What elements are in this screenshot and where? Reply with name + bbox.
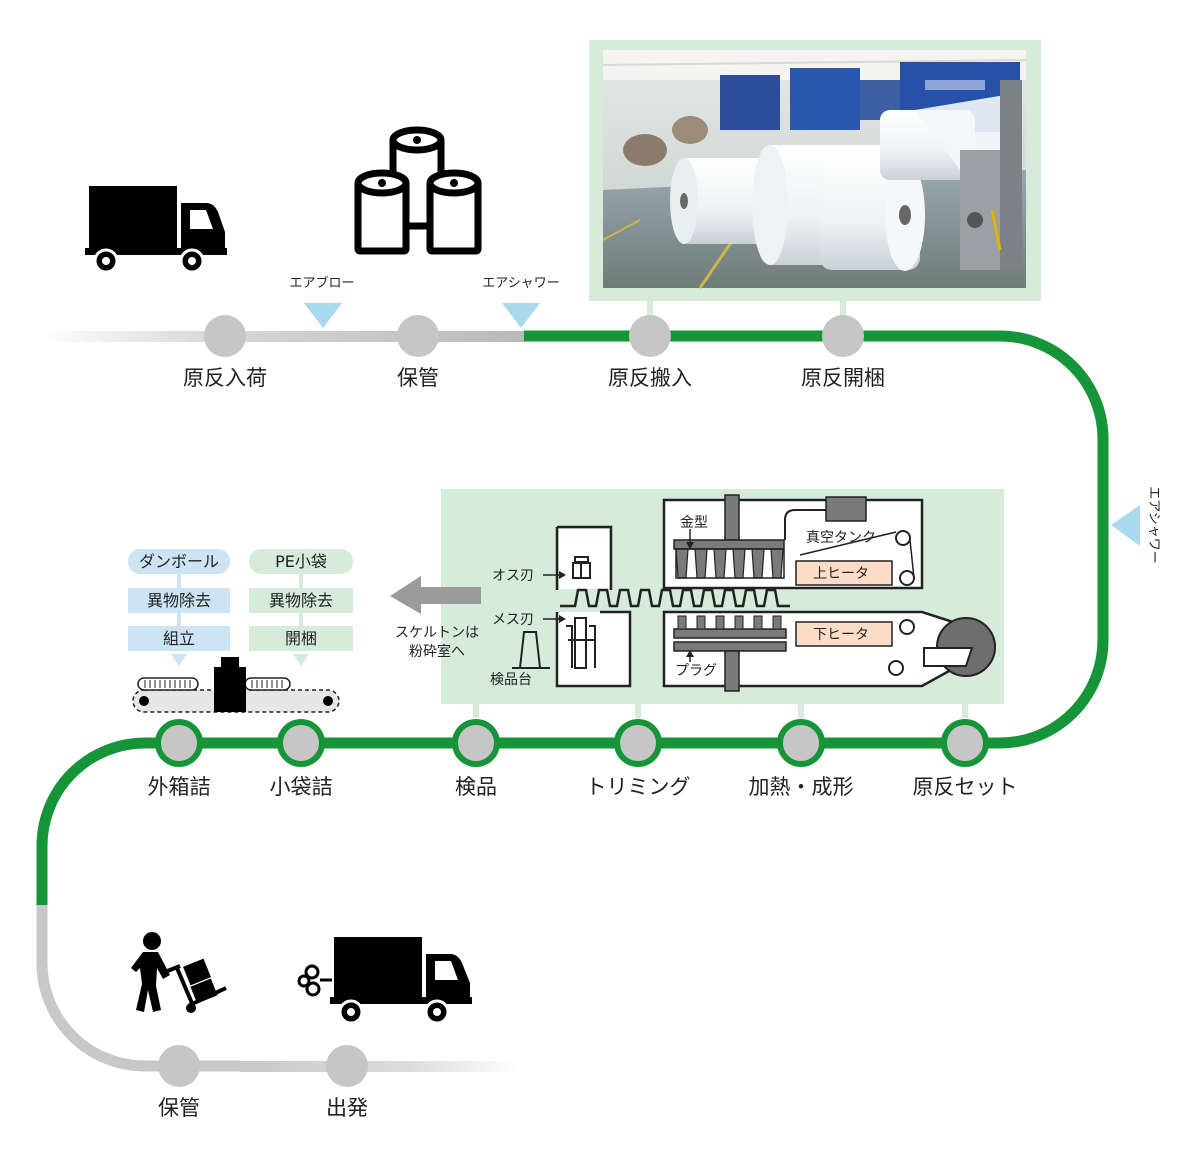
factory-photo-frame — [589, 40, 1041, 301]
stage-label-1: 原反入荷 — [183, 366, 267, 390]
node-genhan-kaikon — [822, 315, 864, 357]
skeleton-label-1: スケルトンは — [395, 625, 479, 641]
stage-label-2: 保管 — [397, 366, 439, 390]
stage-label-5: 外箱詰 — [148, 775, 211, 799]
vacuum-tank-label: 真空タンク — [806, 530, 876, 546]
lower-forming-unit — [662, 610, 996, 692]
air-shower-right-label: エアシャワー — [1146, 486, 1161, 563]
node-genhan-nyuka — [204, 315, 246, 357]
film-rolls-icon — [354, 126, 482, 255]
packing-steps: ダンボール 異物除去 組立 PE小袋 異物除去 開梱 — [128, 549, 353, 666]
air-shower-top-marker: エアシャワー — [482, 276, 560, 328]
mold-label: 金型 — [680, 515, 708, 531]
node-sotobako — [155, 719, 203, 767]
male-blade-label: オス刃 — [492, 568, 534, 584]
pe-bag-header: PE小袋 — [275, 552, 327, 571]
air-blow-triangle — [304, 303, 342, 328]
node-kobukuro — [277, 719, 325, 767]
node-hokan-bottom — [158, 1045, 200, 1087]
cardboard-step-1: 異物除去 — [147, 591, 211, 610]
female-blade-label: メス刃 — [492, 612, 534, 628]
factory-rolls-photo — [602, 50, 1027, 289]
formed-film — [560, 588, 790, 608]
bottom-stage-nodes: 保管 出発 — [158, 1045, 368, 1120]
cardboard-step-2: 組立 — [163, 629, 195, 648]
node-genhan-hannyu — [629, 315, 671, 357]
lower-heater-label: 下ヒータ — [813, 627, 869, 643]
stage-label-4: 原反開梱 — [801, 366, 885, 390]
stage-label-7: 検品 — [455, 775, 497, 799]
truck-departing-icon — [297, 937, 472, 1025]
top-stage-nodes: 原反入荷 保管 原反搬入 原反開梱 — [183, 300, 885, 390]
pe-bag-step-1: 異物除去 — [269, 591, 333, 610]
stage-label-10: 原反セット — [913, 775, 1018, 799]
stage-label-12: 出発 — [326, 1096, 368, 1120]
packing-conveyor — [132, 657, 340, 713]
truck-icon — [85, 186, 227, 274]
middle-stage-nodes: 外箱詰 小袋詰 検品 トリミング 加熱・成形 原反セット — [148, 719, 1018, 799]
stage-label-3: 原反搬入 — [608, 366, 692, 390]
trimming-unit — [512, 525, 632, 688]
node-kenpin — [452, 719, 500, 767]
flow-lines — [36, 330, 1109, 1072]
inspection-table-label: 検品台 — [490, 672, 532, 688]
node-hokan-top — [397, 315, 439, 357]
air-shower-top-triangle — [502, 303, 540, 328]
node-genhan-set — [941, 719, 989, 767]
bottom-gray-line — [36, 905, 240, 1072]
skeleton-label-2: 粉砕室へ — [409, 643, 465, 660]
bottom-gray-fade — [240, 1061, 520, 1072]
stage-label-6: 小袋詰 — [270, 775, 333, 799]
node-kanetsu-seikei — [777, 719, 825, 767]
green-clean-path — [36, 330, 1109, 905]
output-arrow — [390, 576, 481, 614]
air-shower-right-marker: エアシャワー — [1111, 486, 1161, 564]
thermoforming-machine-panel: 金型 真空タンク 上ヒータ 下ヒータ プラグ オス刃 メス刃 検品台 スケルトン… — [390, 489, 1004, 718]
hand-truck-worker-icon — [131, 932, 227, 1013]
cardboard-header: ダンボール — [139, 552, 219, 571]
air-blow-label: エアブロー — [289, 275, 354, 291]
air-shower-top-label: エアシャワー — [482, 276, 559, 291]
pe-bag-step-2: 開梱 — [285, 629, 317, 648]
upper-heater-label: 上ヒータ — [813, 566, 869, 582]
node-trimming — [614, 719, 662, 767]
upper-forming-unit — [662, 494, 924, 590]
stage-label-9: 加熱・成形 — [749, 775, 854, 799]
top-gray-line — [40, 331, 525, 342]
stage-label-11: 保管 — [158, 1096, 200, 1120]
air-blow-marker: エアブロー — [289, 275, 355, 328]
stage-label-8: トリミング — [586, 775, 691, 799]
plug-label: プラグ — [675, 663, 717, 679]
node-shuppatsu — [326, 1045, 368, 1087]
air-shower-right-triangle — [1111, 505, 1140, 546]
